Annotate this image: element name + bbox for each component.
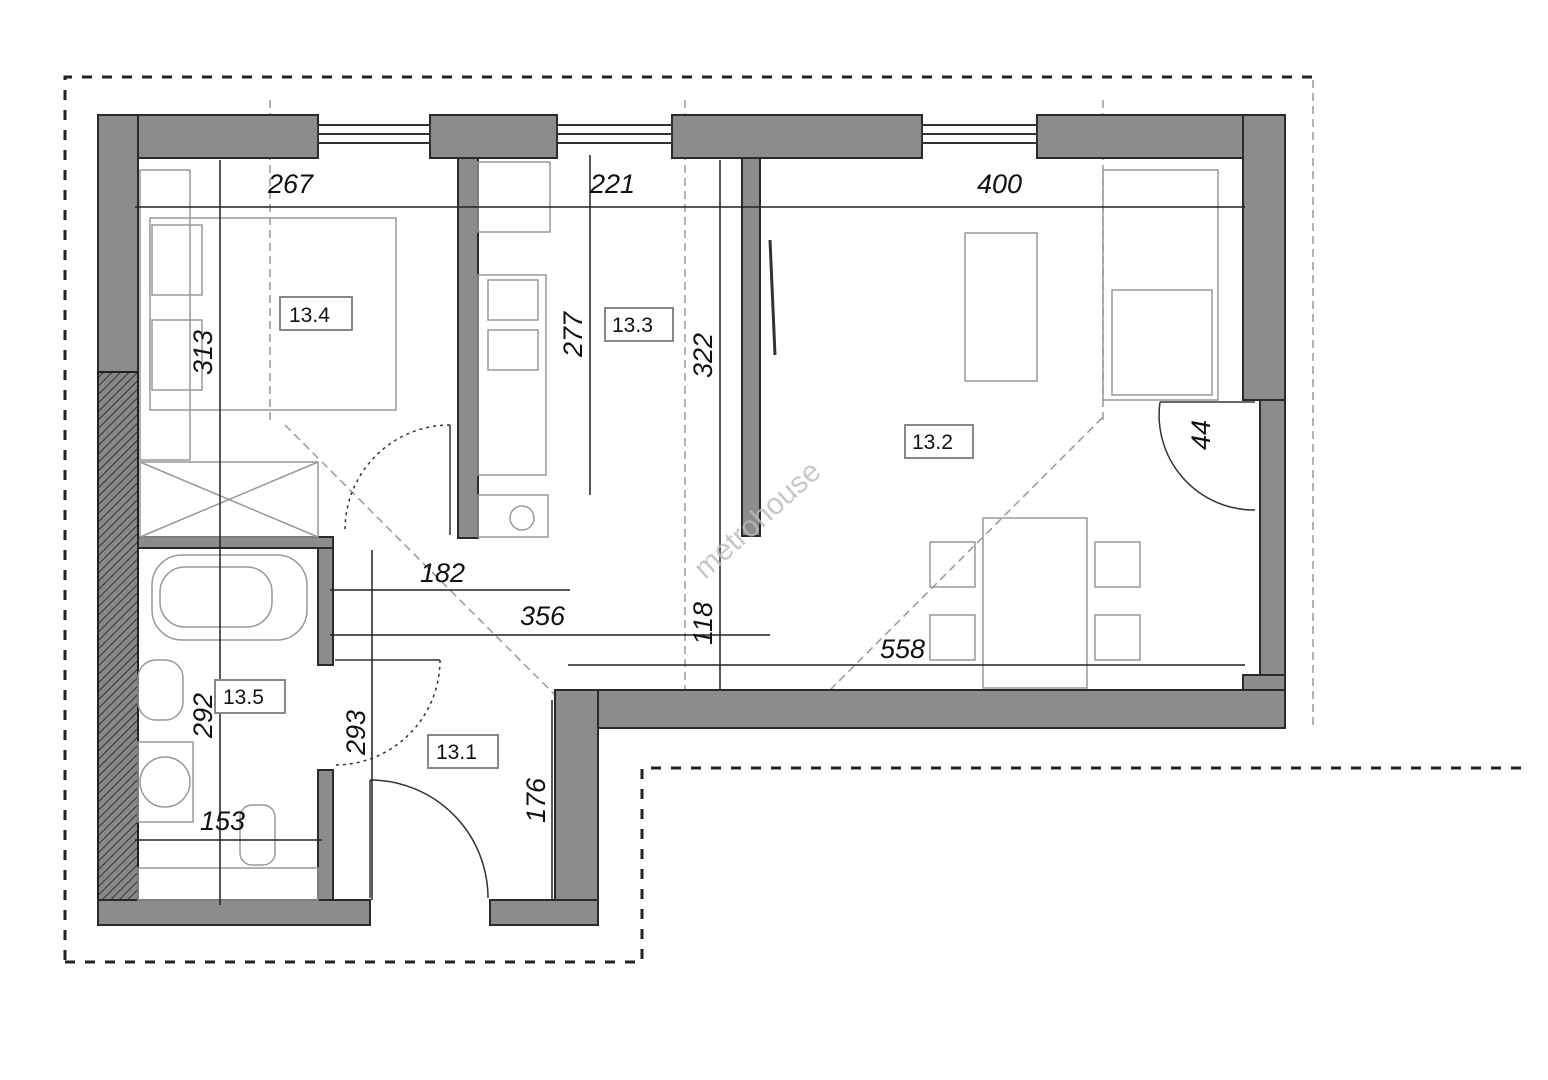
dimension-221: 221: [589, 169, 635, 199]
dimension-44: 44: [1186, 420, 1216, 450]
dimension-400: 400: [977, 169, 1022, 199]
dimension-118: 118: [688, 602, 718, 645]
room-label-13-5: 13.5: [223, 686, 264, 709]
walls: [97, 114, 1286, 926]
room-label-13-4: 13.4: [289, 304, 330, 327]
dimension-292: 292: [188, 693, 218, 739]
dimension-322: 322: [688, 333, 718, 378]
furniture: [137, 161, 1219, 901]
plot-boundary-lower: [65, 766, 1525, 964]
dimension-313: 313: [188, 330, 218, 375]
room-label-13-1: 13.1: [436, 741, 477, 764]
dimension-lines: [135, 155, 1245, 905]
dimension-558: 558: [880, 634, 925, 664]
dimension-356: 356: [520, 601, 566, 631]
dimension-277: 277: [558, 311, 588, 358]
dimension-153: 153: [200, 806, 245, 836]
plot-boundary: [63, 75, 1312, 960]
dimension-176: 176: [521, 777, 551, 823]
room-label-13-3: 13.3: [612, 314, 653, 337]
windows: [317, 124, 1038, 144]
doors: [334, 401, 1256, 899]
room-label-13-2: 13.2: [912, 431, 953, 454]
dimension-293: 293: [341, 710, 371, 756]
dimension-182: 182: [420, 558, 465, 588]
dimension-267: 267: [267, 169, 314, 199]
